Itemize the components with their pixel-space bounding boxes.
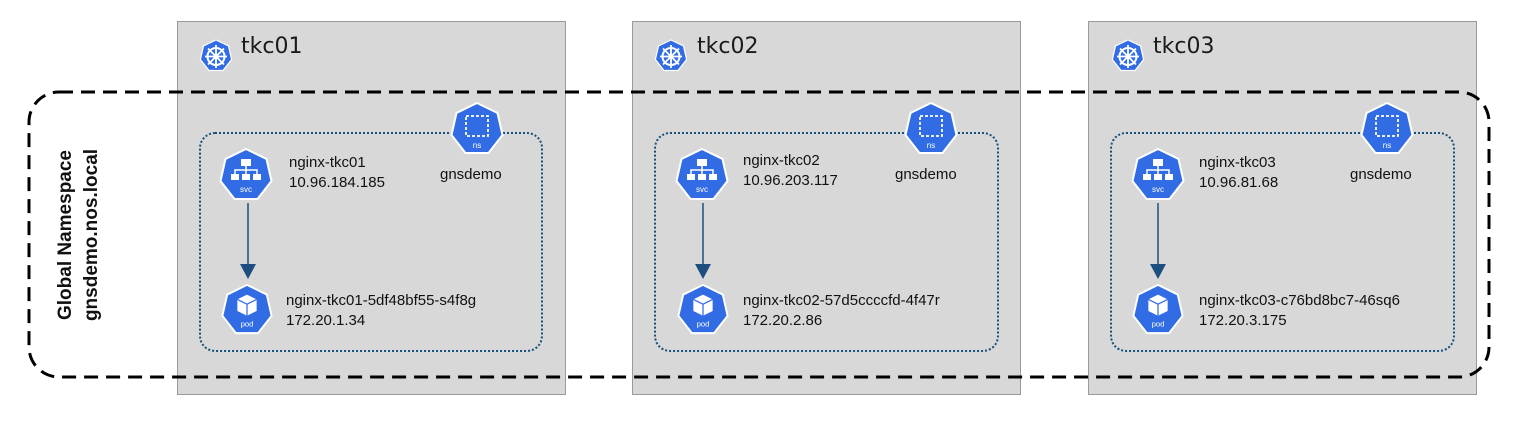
cluster-title-tkc02: tkc02 [697,34,759,59]
service-name: nginx-tkc01 [289,154,366,171]
namespace-box-tkc03 [1110,132,1455,352]
ns-icon-label: ns [1383,141,1391,150]
service-icon: svc [675,147,729,200]
namespace-box-tkc01 [199,132,543,352]
pod-icon: pod [677,283,729,335]
pod-icon: pod [1132,283,1184,335]
namespace-icon: ns [450,101,504,154]
namespace-label-tkc01: gnsdemo [440,166,502,183]
pod-icon: pod [221,283,273,335]
kubernetes-helm-icon [654,39,688,72]
ns-icon-label: ns [473,141,481,150]
namespace-label-tkc03: gnsdemo [1350,166,1412,183]
service-icon: svc [219,147,273,200]
pod-info-tkc03: nginx-tkc03-c76bd8bc7-46sq6 172.20.3.175 [1199,291,1400,331]
service-ip: 10.96.184.185 [289,174,385,191]
service-icon: svc [1131,147,1185,200]
pod-info-tkc02: nginx-tkc02-57d5ccccfd-4f47r 172.20.2.86 [743,291,940,331]
namespace-box-tkc02 [654,132,999,352]
ns-icon-label: ns [927,141,935,150]
pod-ip: 172.20.3.175 [1199,312,1287,329]
service-name: nginx-tkc03 [1199,154,1276,171]
svc-icon-label: svc [1152,185,1164,194]
pod-ip: 172.20.1.34 [286,312,366,329]
pod-name: nginx-tkc01-5df48bf55-s4f8g [286,292,477,309]
service-info-tkc03: nginx-tkc03 10.96.81.68 [1199,153,1278,193]
cluster-title-tkc01: tkc01 [241,34,303,59]
pod-name: nginx-tkc03-c76bd8bc7-46sq6 [1199,292,1400,309]
pod-icon-label: pod [241,319,254,328]
namespace-icon: ns [904,101,958,154]
kubernetes-helm-icon [1111,39,1145,72]
service-info-tkc01: nginx-tkc01 10.96.184.185 [289,153,385,193]
namespace-icon: ns [1360,101,1414,154]
pod-info-tkc01: nginx-tkc01-5df48bf55-s4f8g 172.20.1.34 [286,291,476,331]
svc-icon-label: svc [696,185,708,194]
svc-icon-label: svc [240,185,252,194]
service-ip: 10.96.81.68 [1199,174,1279,191]
service-ip: 10.96.203.117 [743,172,838,189]
pod-name: nginx-tkc02-57d5ccccfd-4f47r [743,292,940,309]
service-name: nginx-tkc02 [743,152,820,169]
pod-icon-label: pod [1152,319,1165,328]
kubernetes-helm-icon [199,39,233,72]
cluster-title-tkc03: tkc03 [1153,34,1215,59]
pod-icon-label: pod [697,319,710,328]
pod-ip: 172.20.2.86 [743,312,823,329]
service-info-tkc02: nginx-tkc02 10.96.203.117 [743,151,838,191]
namespace-label-tkc02: gnsdemo [895,166,957,183]
